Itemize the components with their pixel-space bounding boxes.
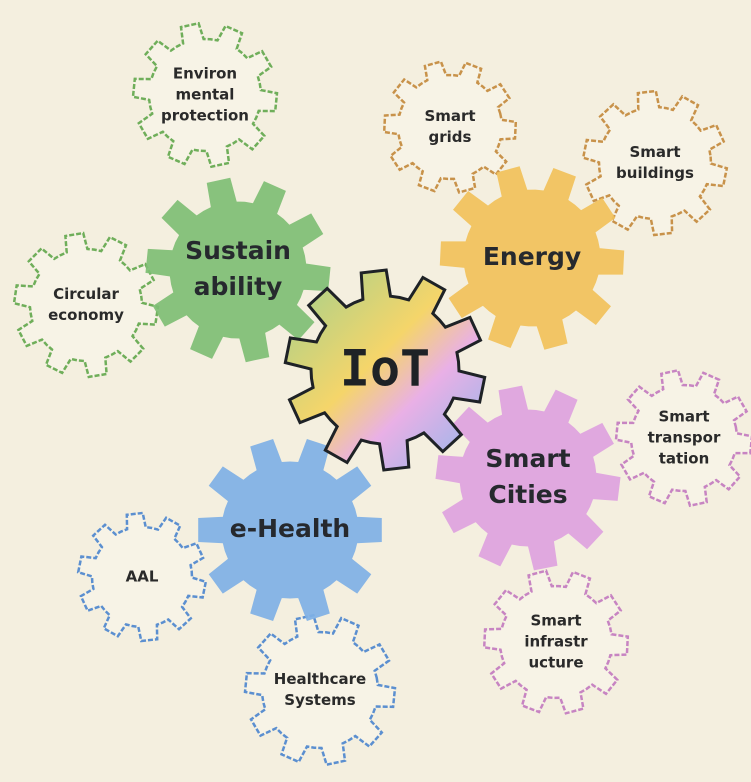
gear-smart-cities-label-line-2: Cities xyxy=(488,480,567,509)
gear-smart-grids-label-line-1: Smart xyxy=(424,107,475,125)
gear-environmental-protection-label-line-2: mental xyxy=(176,86,235,104)
gear-smart-buildings-label-line-2: buildings xyxy=(616,164,694,182)
gear-smart-buildings-label-line-1: Smart xyxy=(629,143,680,161)
gear-e-health-body xyxy=(198,438,382,622)
gear-environmental-protection-outline xyxy=(131,21,279,169)
gear-smart-infrastructure-outline xyxy=(482,569,630,715)
gear-smart-infrastructure-label-line-3: ucture xyxy=(529,654,584,672)
gear-sustainability-label-line-2: ability xyxy=(194,272,283,301)
gear-smart-grids-outline xyxy=(382,60,518,194)
gear-smart-transportation-label-line-3: tation xyxy=(659,450,710,468)
gear-circular-economy: Circular economy xyxy=(12,231,160,379)
gear-sustainability: Sustain ability xyxy=(145,177,331,363)
gear-sustainability-label-line-1: Sustain xyxy=(185,236,291,265)
gear-environmental-protection: Environ mental protection xyxy=(131,21,279,169)
gear-smart-grids: Smart grids xyxy=(382,60,518,194)
gear-healthcare-systems-label-line-2: Systems xyxy=(284,691,355,709)
gear-smart-transportation: Smart transpor tation xyxy=(614,368,751,508)
gear-aal: AAL xyxy=(76,511,208,643)
gear-smart-infrastructure-label-line-2: infrastr xyxy=(524,633,588,651)
iot-label: IoT xyxy=(340,340,430,398)
gear-smart-cities-label-line-1: Smart xyxy=(485,444,570,473)
gear-healthcare-systems-label-line-1: Healthcare xyxy=(274,670,366,688)
gear-smart-transportation-outline xyxy=(614,368,751,508)
gear-circular-economy-label-line-2: economy xyxy=(48,306,124,324)
gear-iot-center-body xyxy=(283,268,487,472)
gear-circular-economy-outline xyxy=(12,231,160,379)
gear-smart-cities-body xyxy=(435,385,621,571)
gear-smart-buildings: Smart buildings xyxy=(581,89,729,237)
gear-environmental-protection-label-line-1: Environ xyxy=(173,65,237,83)
gear-environmental-protection-label-line-3: protection xyxy=(161,107,249,125)
gear-aal-label-line-1: AAL xyxy=(126,568,159,586)
gear-aal-outline xyxy=(76,511,208,643)
gear-healthcare-systems-outline xyxy=(243,613,397,767)
gear-energy-body xyxy=(439,166,625,350)
gear-e-health: e-Health xyxy=(198,438,382,622)
gear-smart-buildings-outline xyxy=(581,89,729,237)
gear-smart-transportation-label-line-2: transpor xyxy=(648,429,721,447)
gear-iot-center: IoT xyxy=(283,268,487,472)
gear-smart-transportation-label-line-1: Smart xyxy=(658,408,709,426)
gear-smart-infrastructure-label-line-1: Smart xyxy=(530,612,581,630)
gear-e-health-label-line-1: e-Health xyxy=(230,514,350,543)
gear-energy: Energy xyxy=(439,166,625,350)
gear-smart-infrastructure: Smart infrastr ucture xyxy=(482,569,630,715)
gear-smart-grids-label-line-2: grids xyxy=(429,128,472,146)
gear-circular-economy-label-line-1: Circular xyxy=(53,285,119,303)
gear-sustainability-body xyxy=(145,177,331,363)
gear-energy-label-line-1: Energy xyxy=(483,242,581,271)
